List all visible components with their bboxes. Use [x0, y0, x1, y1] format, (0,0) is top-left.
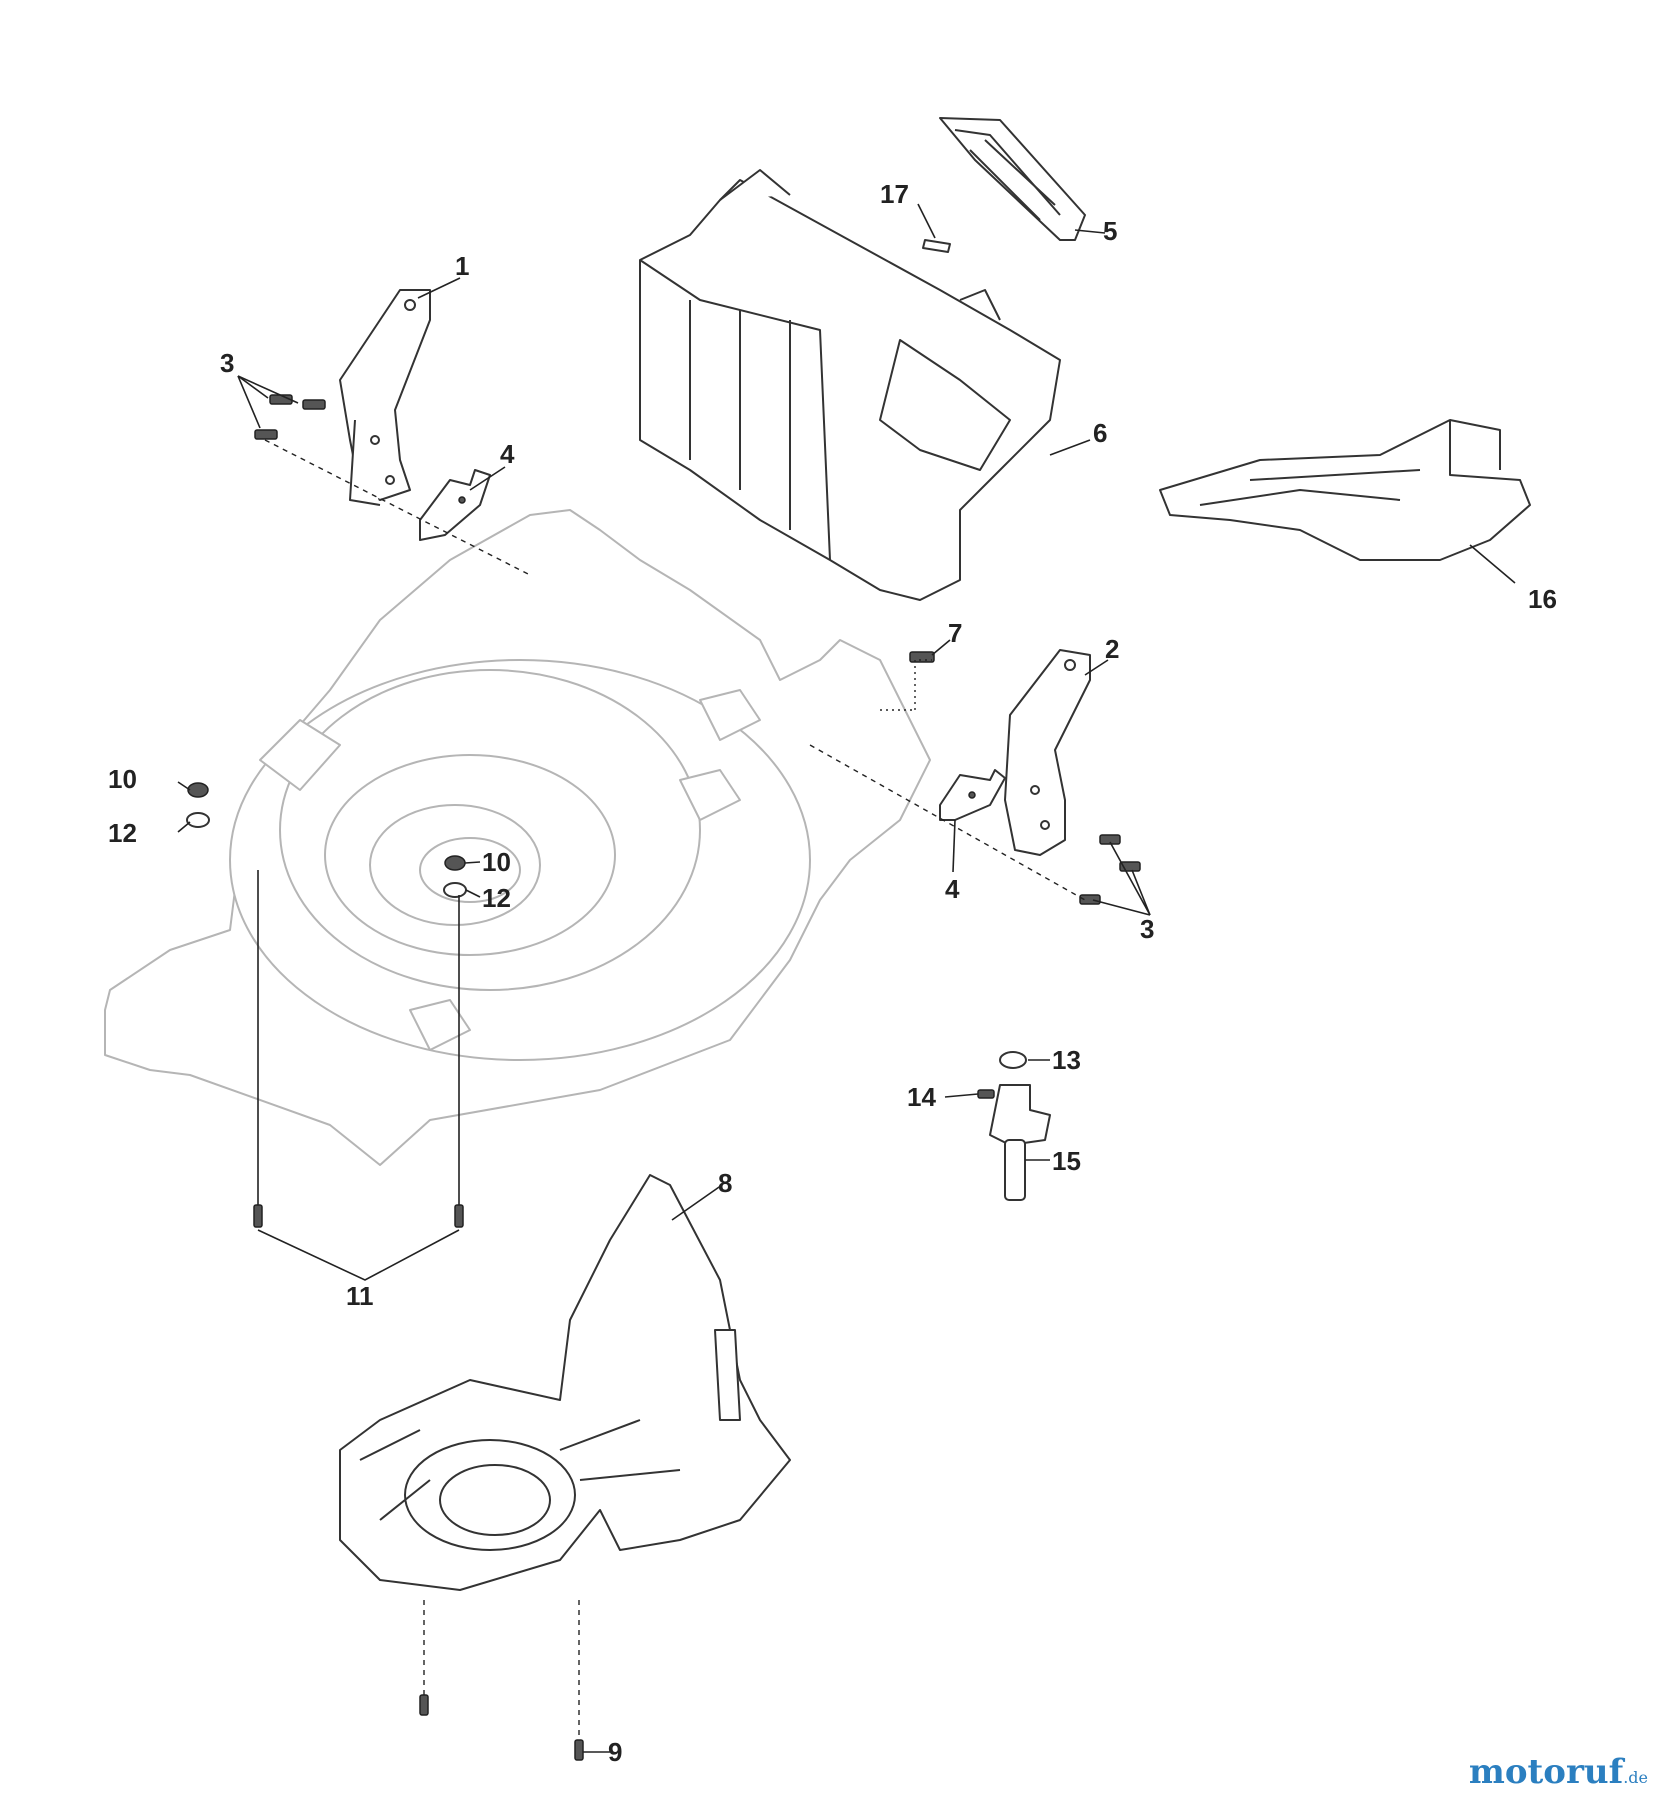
- screws-left: [254, 394, 326, 440]
- part-label-10: 10: [482, 847, 511, 877]
- part-label-3: 3: [220, 348, 234, 378]
- screws-11: [253, 1204, 464, 1228]
- part-label-1: 1: [455, 251, 469, 281]
- watermark-suffix: .de: [1623, 1768, 1648, 1787]
- part-label-12: 12: [482, 883, 511, 913]
- part-label-3: 3: [1140, 914, 1154, 944]
- part-label-4: 4: [945, 874, 960, 904]
- axle-15: [989, 1084, 1051, 1201]
- watermark-logo: motoruf.de: [1469, 1752, 1648, 1792]
- nuts-washers-left: [186, 782, 210, 828]
- pin: [922, 239, 951, 253]
- part-label-7: 7: [948, 618, 962, 648]
- part-label-5: 5: [1103, 216, 1117, 246]
- part-label-14: 14: [907, 1082, 936, 1112]
- part-label-9: 9: [608, 1737, 622, 1767]
- part-label-4: 4: [500, 439, 515, 469]
- screw-7: [909, 651, 935, 663]
- small-bracket-left: [419, 469, 491, 541]
- part-label-17: 17: [880, 179, 909, 209]
- side-discharge-chute: [1159, 419, 1531, 561]
- nuts-washers-center: [443, 855, 467, 898]
- flap: [939, 117, 1086, 241]
- part-label-13: 13: [1052, 1045, 1081, 1075]
- part-label-6: 6: [1093, 418, 1107, 448]
- screws-9: [419, 1694, 584, 1761]
- watermark-text: motoruf: [1468, 1752, 1624, 1792]
- washer-13: [999, 1051, 1027, 1069]
- part-label-8: 8: [718, 1168, 732, 1198]
- part-label-11: 11: [346, 1281, 374, 1311]
- screw-14: [977, 1089, 995, 1099]
- handle-bracket-left: [339, 289, 431, 506]
- discharge-cover: [339, 1174, 791, 1591]
- part-label-10: 10: [108, 764, 137, 794]
- part-label-12: 12: [108, 818, 137, 848]
- leader-lines: [177, 203, 1516, 1753]
- mower-deck: [104, 509, 931, 1166]
- handle-bracket-right: [1004, 649, 1091, 856]
- part-labels: 1 2 3 3 4 4 5 6 7 8 9 10 10 11 12 12 13 …: [108, 179, 1557, 1767]
- part-label-15: 15: [1052, 1146, 1081, 1176]
- part-label-2: 2: [1105, 634, 1119, 664]
- screws-right: [1079, 834, 1141, 905]
- part-label-16: 16: [1528, 584, 1557, 614]
- small-bracket-right: [939, 769, 1006, 821]
- grass-bag-frame: [639, 169, 1061, 601]
